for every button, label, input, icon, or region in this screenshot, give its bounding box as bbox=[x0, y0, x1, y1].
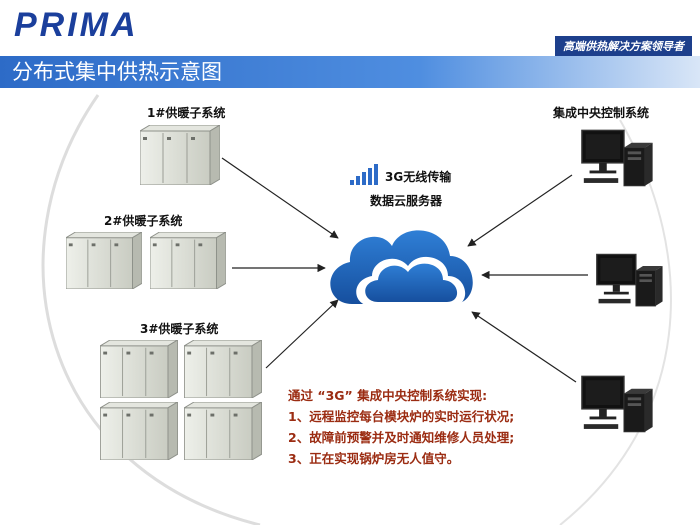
unit3-cabinet-a bbox=[100, 340, 178, 398]
unit2-cabinet-a bbox=[66, 232, 142, 289]
transmission-label: 3G无线传输 bbox=[385, 170, 452, 184]
unit3-cabinet-d bbox=[184, 402, 262, 460]
unit2-label: 2#供暖子系统 bbox=[104, 214, 183, 228]
unit1-label: 1#供暖子系统 bbox=[147, 106, 226, 120]
tagline-badge: 高端供热解决方案领导者 bbox=[555, 36, 692, 56]
notes-item-1: 1、远程监控每台模块炉的实时运行状况; bbox=[288, 409, 515, 424]
unit2-cabinet-b bbox=[150, 232, 226, 289]
notes-item-3: 3、正在实现锅炉房无人值守。 bbox=[288, 451, 460, 466]
notes-intro: 通过 “3G” 集成中央控制系统实现: bbox=[288, 388, 488, 403]
page-title: 分布式集中供热示意图 bbox=[12, 60, 222, 84]
central-computer-bottom bbox=[581, 375, 654, 433]
signal-icon bbox=[350, 164, 378, 185]
unit3-cabinet-c bbox=[100, 402, 178, 460]
background-arc-left bbox=[41, 94, 261, 525]
central-computer-top bbox=[581, 129, 654, 187]
cloud-server-icon bbox=[330, 230, 473, 306]
unit1-cabinet bbox=[140, 125, 220, 185]
arrow-computer-bottom-to-cloud bbox=[471, 311, 577, 383]
arrow-unit1-to-cloud bbox=[221, 157, 339, 239]
prima-logo: PRIMA bbox=[14, 6, 139, 44]
unit3-cabinet-b bbox=[184, 340, 262, 398]
central-computer-middle bbox=[596, 253, 664, 307]
unit3-label: 3#供暖子系统 bbox=[140, 322, 219, 336]
central-control-label: 集成中央控制系统 bbox=[553, 106, 650, 120]
server-label: 数据云服务器 bbox=[370, 194, 443, 208]
arrow-unit3-to-cloud bbox=[265, 299, 339, 369]
notes-block: 通过 “3G” 集成中央控制系统实现: 1、远程监控每台模块炉的实时运行状况; … bbox=[288, 385, 514, 469]
title-bar: 分布式集中供热示意图 bbox=[0, 56, 700, 88]
arrow-computer-top-to-cloud bbox=[467, 174, 573, 247]
notes-item-2: 2、故障前预警并及时通知维修人员处理; bbox=[288, 430, 515, 445]
